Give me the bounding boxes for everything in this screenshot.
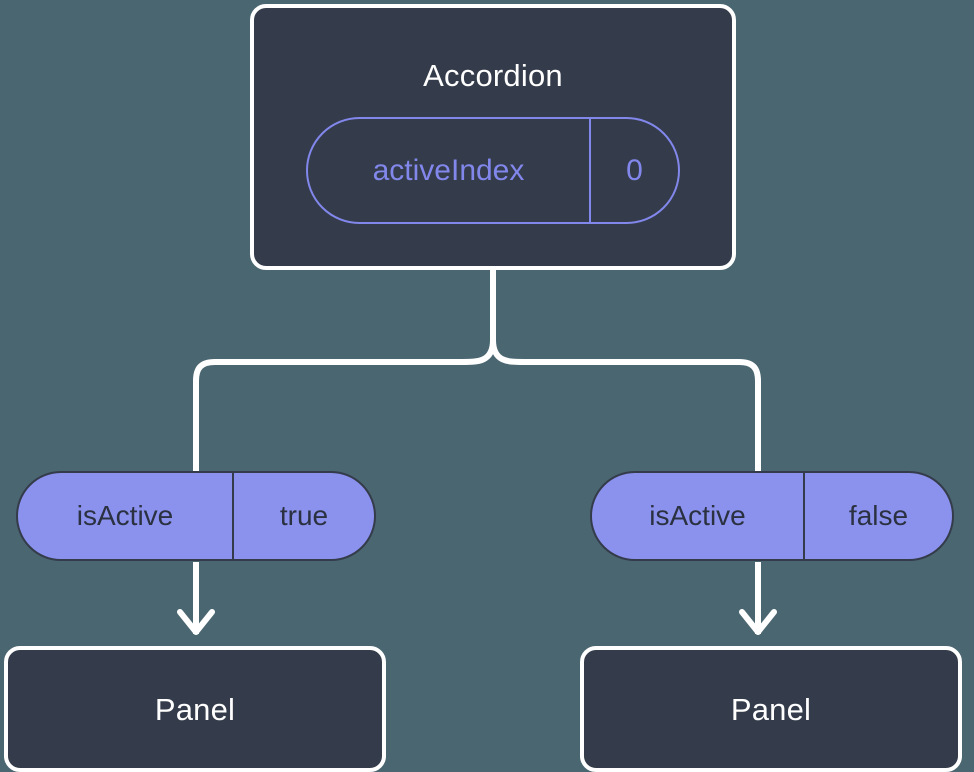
prop-pill-key: isActive xyxy=(76,500,174,531)
component-title-panel: Panel xyxy=(730,691,812,727)
prop-pill-key: isActive xyxy=(649,500,746,531)
state-pill-key: activeIndex xyxy=(372,153,525,187)
component-node-panel-left[interactable]: Panel xyxy=(4,646,386,772)
arrow-head-right-icon xyxy=(739,609,777,635)
prop-pill-isactive-true[interactable]: isActive true xyxy=(16,471,376,561)
state-pill-value: 0 xyxy=(589,119,678,222)
edge-branch-right xyxy=(490,337,761,475)
prop-pill-value: false xyxy=(803,473,952,559)
arrow-head-left-icon xyxy=(177,609,215,635)
state-pill-activeindex[interactable]: activeIndex 0 xyxy=(306,117,680,224)
component-node-panel-right[interactable]: Panel xyxy=(580,646,962,772)
prop-pill-isactive-false[interactable]: isActive false xyxy=(590,471,954,561)
edge-branch-left xyxy=(193,337,496,475)
component-title-accordion: Accordion xyxy=(423,58,563,93)
component-title-panel: Panel xyxy=(154,691,236,727)
prop-pill-value: true xyxy=(232,473,374,559)
